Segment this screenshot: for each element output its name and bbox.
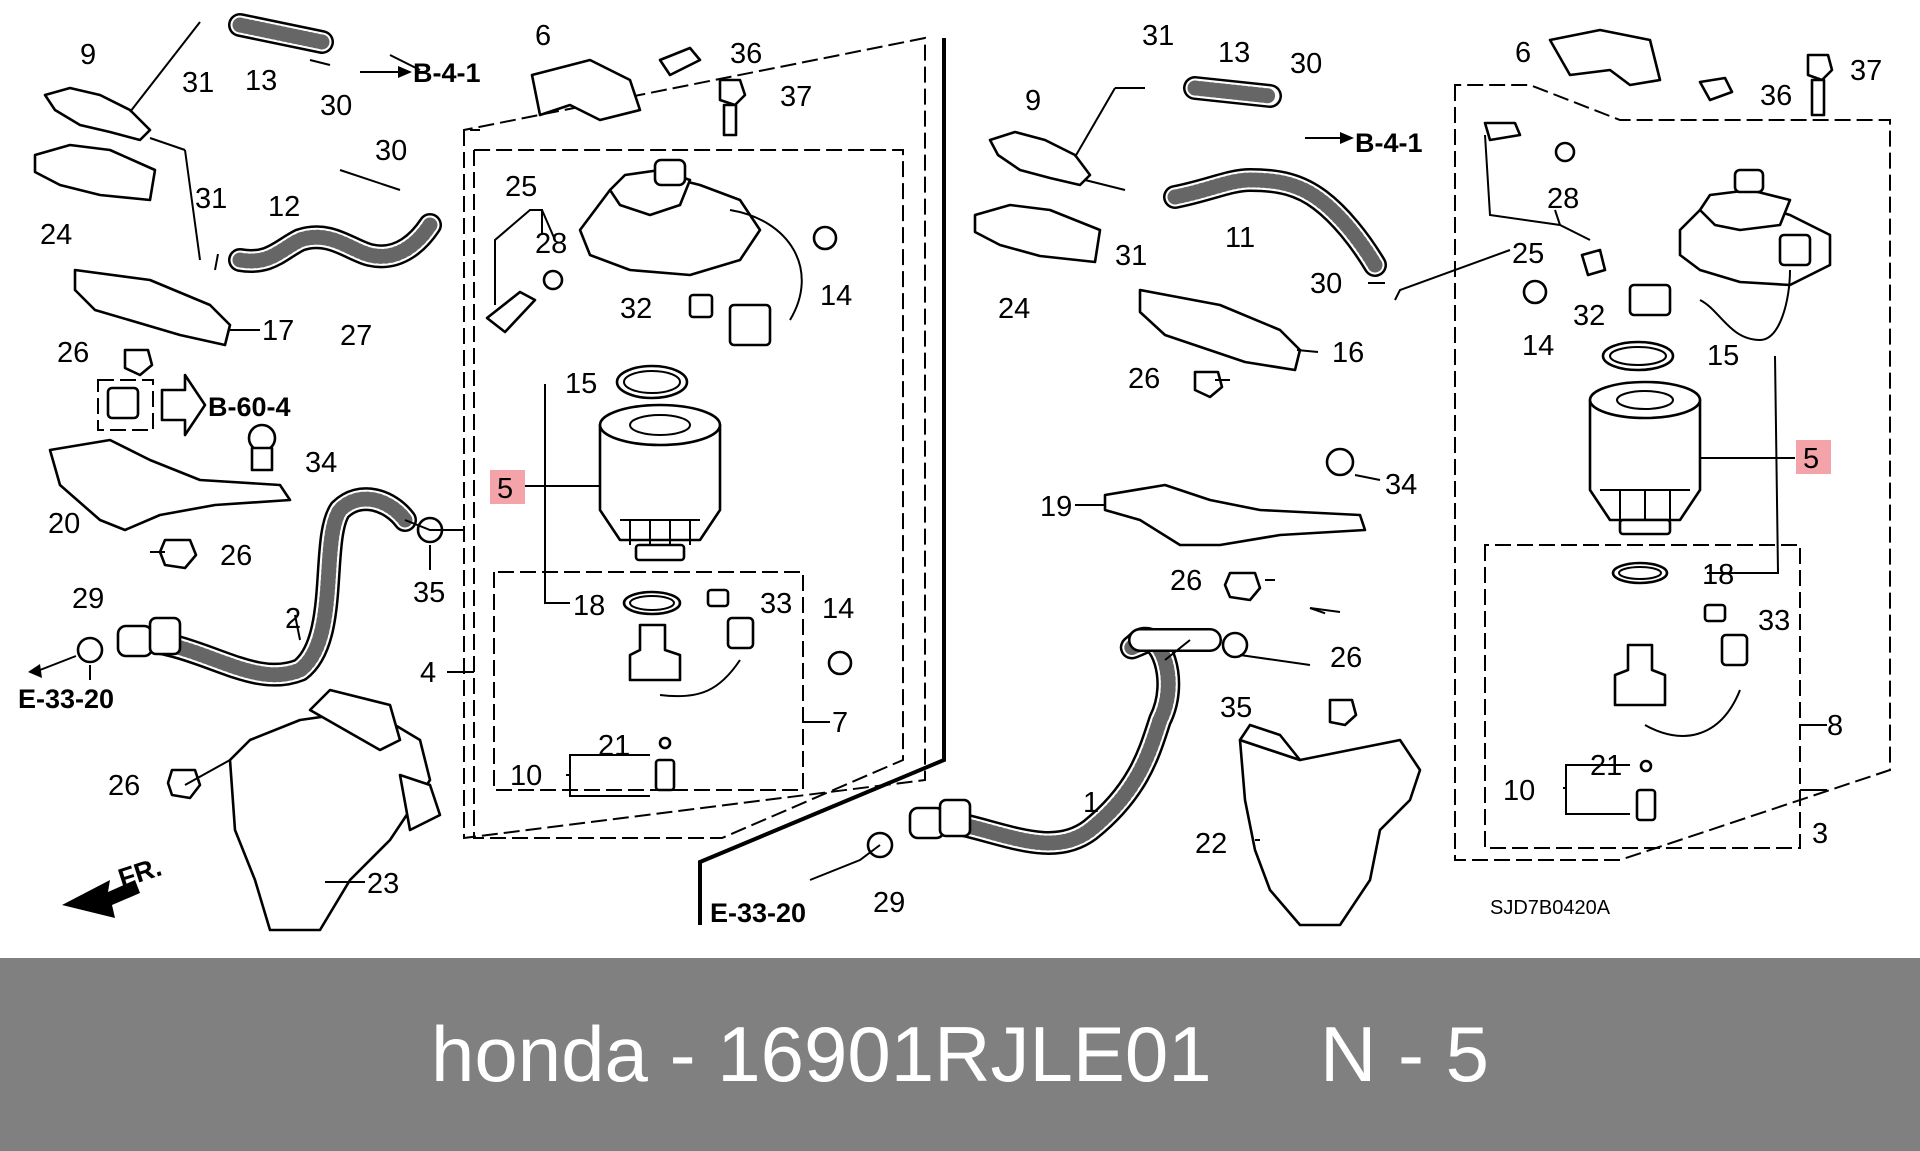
label: 34	[1385, 469, 1417, 501]
label: 31	[195, 183, 227, 215]
label: 30	[320, 90, 352, 122]
parts-diagram: B-4-1 B-60-4 E-33-20 FR. B-4-1 E-33-20 S…	[18, 13, 1891, 932]
label: 7	[832, 707, 848, 739]
label: 30	[375, 135, 407, 167]
label: 26	[1170, 565, 1202, 597]
label: 26	[1128, 363, 1160, 395]
label: 27	[340, 320, 372, 352]
label: 33	[1758, 605, 1790, 637]
label: 18	[573, 590, 605, 622]
label: 15	[1707, 340, 1739, 372]
ref-b604: B-60-4	[208, 392, 291, 422]
label: 34	[305, 447, 337, 479]
label-highlighted-5-left: 5	[497, 473, 513, 505]
diagram-code: SJD7B0420A	[1490, 897, 1611, 919]
label: 32	[1573, 300, 1605, 332]
ref-e3320-right: E-33-20	[710, 898, 806, 928]
label: 13	[245, 65, 277, 97]
label: 33	[760, 588, 792, 620]
label: 36	[730, 38, 762, 70]
label: 18	[1702, 559, 1734, 591]
label: 23	[367, 868, 399, 900]
label: 30	[1290, 48, 1322, 80]
label: 36	[1760, 80, 1792, 112]
label: 35	[1220, 692, 1252, 724]
label: 10	[510, 760, 542, 792]
label: 6	[535, 20, 551, 52]
label: 31	[1115, 240, 1147, 272]
reference-labels: B-4-1 B-60-4 E-33-20 FR. B-4-1 E-33-20 S…	[18, 58, 1611, 928]
label: 28	[535, 228, 567, 260]
label: 6	[1515, 37, 1531, 69]
highlight-right	[1796, 440, 1831, 474]
part-labels-left: 9 31 13 30 6 36 37 31 12 30 25 28 14 32 …	[40, 20, 854, 900]
label: 30	[1310, 268, 1342, 300]
label: 26	[108, 770, 140, 802]
label: 28	[1547, 183, 1579, 215]
label: 21	[598, 730, 630, 762]
ref-b41-right: B-4-1	[1355, 128, 1423, 158]
label: 3	[1812, 818, 1828, 850]
label: 37	[1850, 55, 1882, 87]
label: 35	[413, 577, 445, 609]
label: 31	[182, 67, 214, 99]
label: 32	[620, 293, 652, 325]
label: 9	[1025, 85, 1041, 117]
label: 4	[420, 657, 436, 689]
front-arrow-icon	[62, 880, 140, 918]
label: 13	[1218, 37, 1250, 69]
label: 12	[268, 191, 300, 223]
ref-e3320-left: E-33-20	[18, 684, 114, 714]
label: 29	[72, 583, 104, 615]
label: 24	[998, 293, 1030, 325]
ref-front: FR.	[115, 852, 166, 894]
label: 19	[1040, 491, 1072, 523]
left-assembly	[33, 13, 926, 932]
label: 15	[565, 368, 597, 400]
label-highlighted-5-right: 5	[1803, 443, 1819, 475]
label: 24	[40, 219, 72, 251]
label: 11	[1225, 222, 1255, 254]
label: 26	[220, 540, 252, 572]
label: 37	[780, 81, 812, 113]
center-divider	[698, 38, 946, 925]
label: 21	[1590, 750, 1622, 782]
label: 29	[873, 887, 905, 919]
label: 26	[1330, 642, 1362, 674]
label: 17	[262, 315, 294, 347]
label: 14	[1522, 330, 1554, 362]
right-assembly	[809, 28, 1891, 927]
label: 25	[505, 171, 537, 203]
label: 26	[57, 337, 89, 369]
label: 14	[822, 593, 854, 625]
highlight-left	[490, 470, 525, 504]
label: 25	[1512, 238, 1544, 270]
label: 2	[285, 603, 301, 635]
label: 1	[1083, 787, 1099, 819]
label: 31	[1142, 20, 1174, 52]
part-labels-right: 31 13 30 9 6 36 37 28 31 11 30 25 14 32 …	[873, 20, 1882, 919]
label: 8	[1827, 710, 1843, 742]
label: 9	[80, 39, 96, 71]
caption-text: honda - 16901RJLE01 N - 5	[431, 1010, 1489, 1098]
caption-bar: honda - 16901RJLE01 N - 5	[0, 958, 1920, 1151]
label: 16	[1332, 337, 1364, 369]
ref-b41-left: B-4-1	[413, 58, 481, 88]
label: 14	[820, 280, 852, 312]
label: 22	[1195, 828, 1227, 860]
label: 10	[1503, 775, 1535, 807]
label: 20	[48, 508, 80, 540]
